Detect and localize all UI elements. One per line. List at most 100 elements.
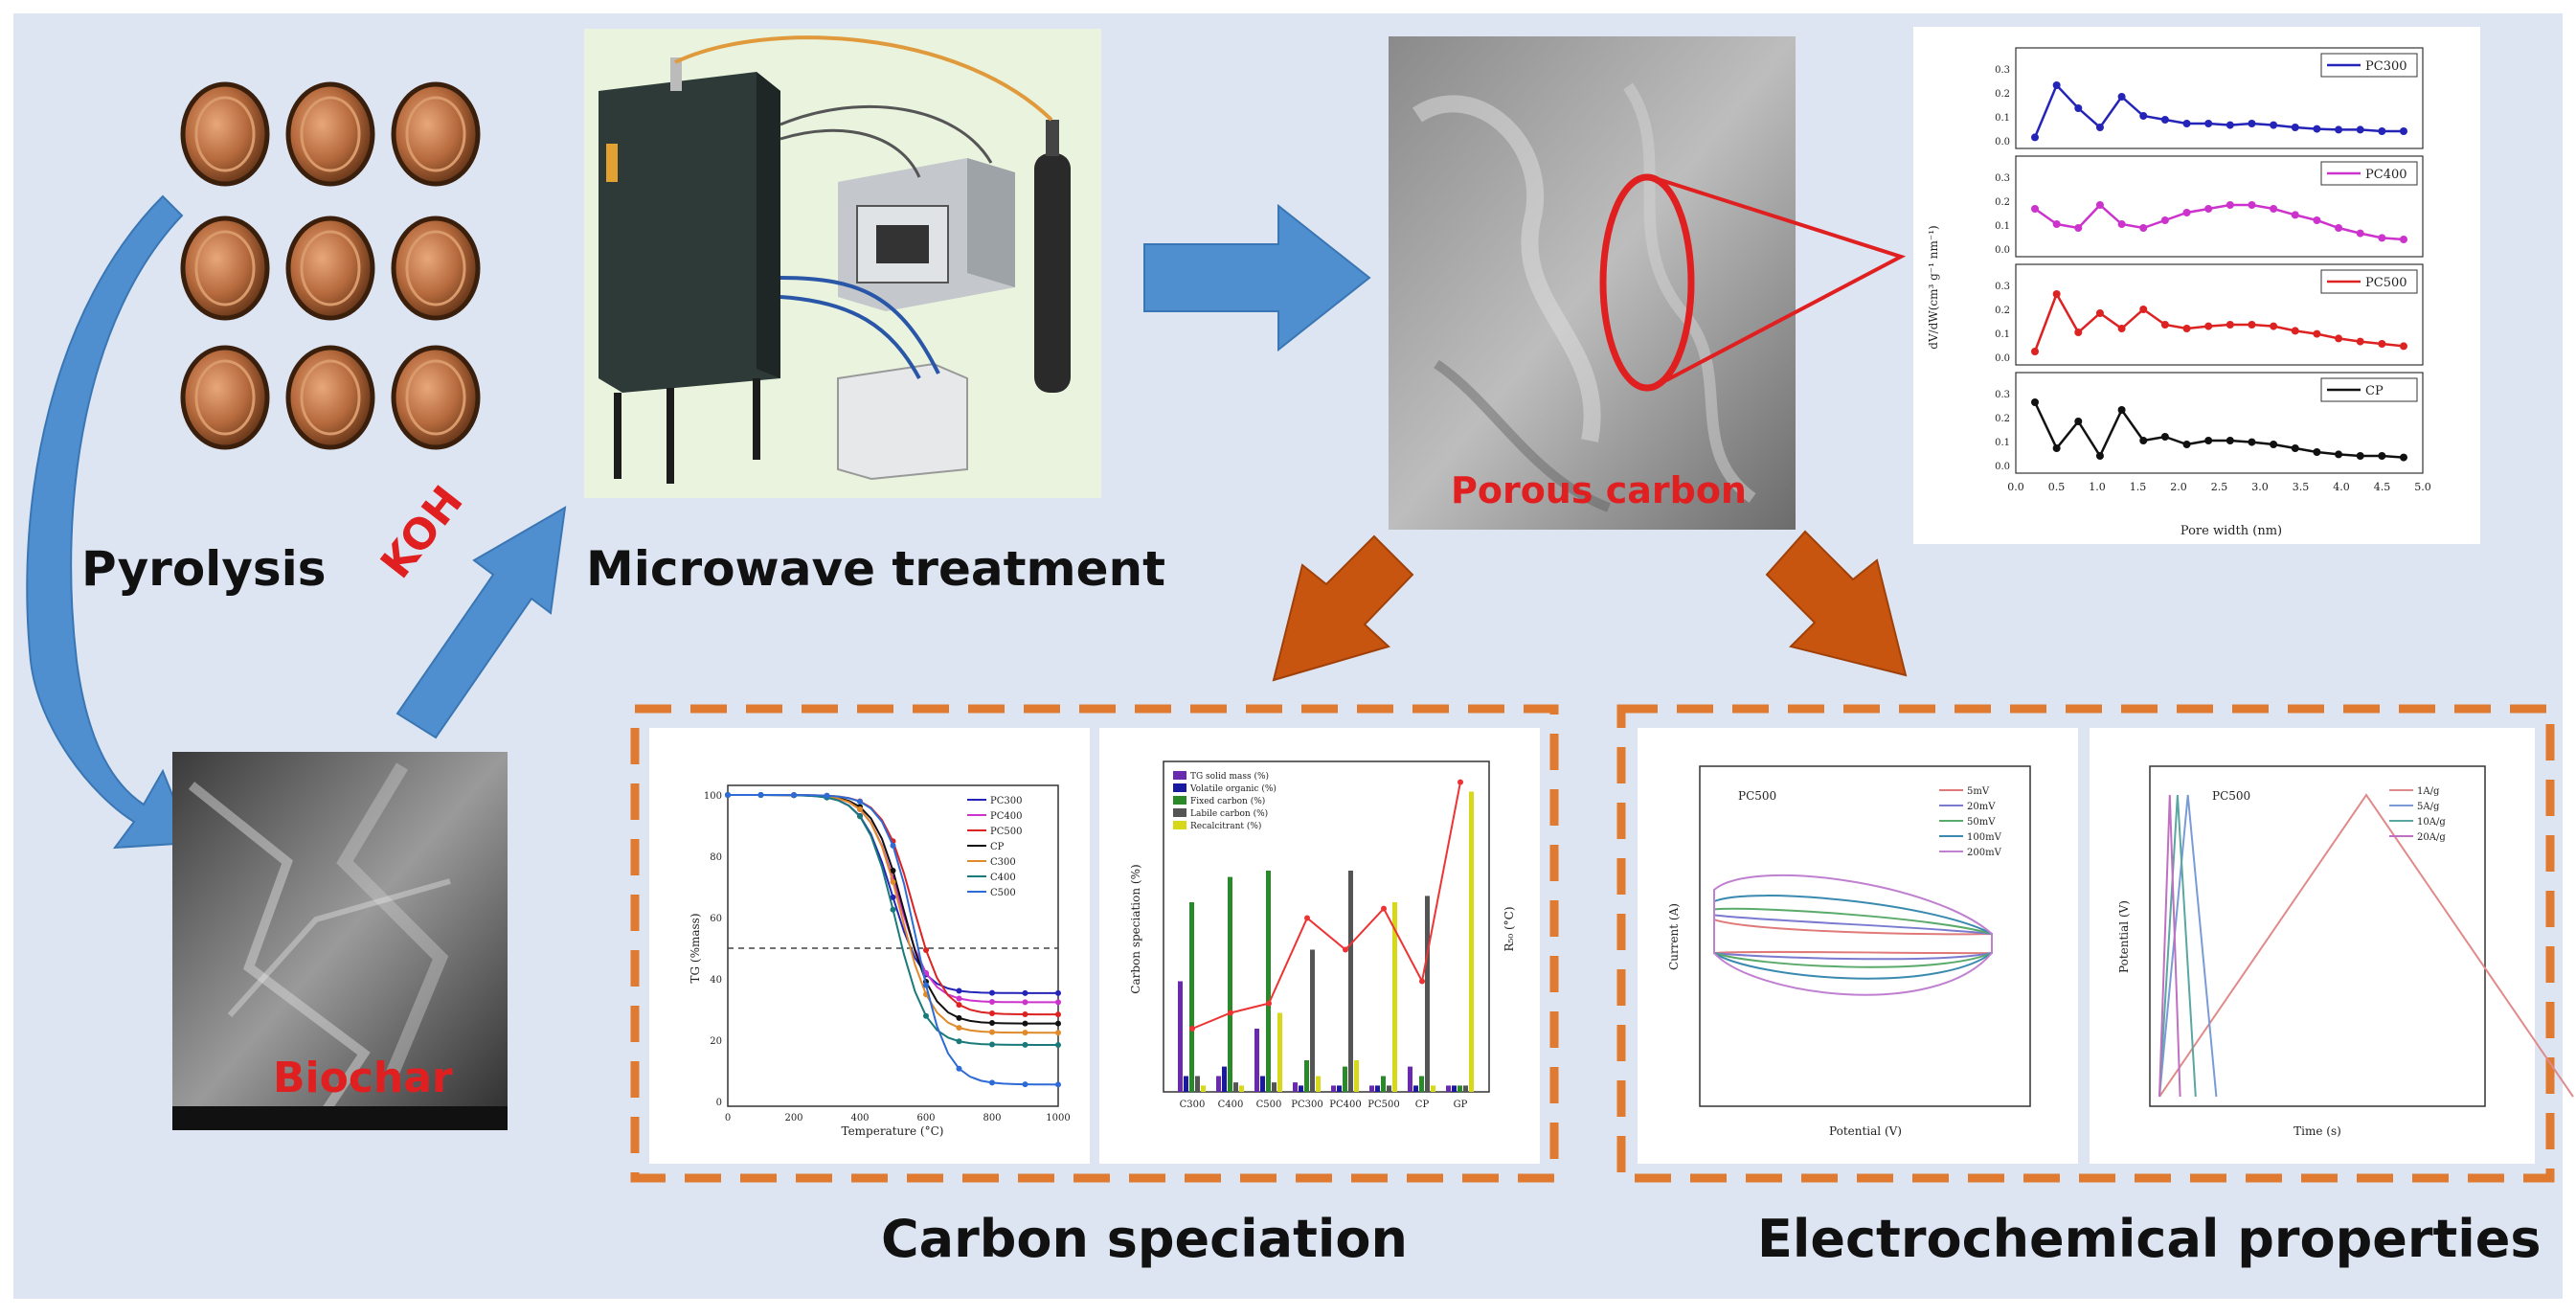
tga-y-tick: 40 bbox=[710, 975, 722, 986]
bar-CP bbox=[1408, 1066, 1412, 1092]
pore-x-tick: 3.0 bbox=[2251, 481, 2269, 493]
tga-point bbox=[956, 1014, 962, 1021]
tga-point bbox=[1055, 1081, 1061, 1088]
pore-point bbox=[2139, 224, 2148, 232]
microwave-to-porous-arrow bbox=[1143, 203, 1371, 352]
pore-y-tick: 0.3 bbox=[1995, 390, 2010, 400]
porous-carbon-label: Porous carbon bbox=[1451, 469, 1747, 511]
tga-point bbox=[956, 1065, 962, 1072]
pore-point bbox=[2117, 406, 2126, 414]
pore-point bbox=[2313, 216, 2321, 224]
bar-legend-label: TG solid mass (%) bbox=[1190, 771, 1269, 782]
bar-PC300 bbox=[1293, 1082, 1298, 1092]
bar-legend-label: Labile carbon (%) bbox=[1190, 808, 1268, 819]
tga-point bbox=[857, 805, 863, 812]
electrochemical-box bbox=[1616, 704, 2555, 1183]
orange-arrow-right bbox=[1765, 530, 1908, 677]
pore-point bbox=[2313, 125, 2321, 133]
tga-point bbox=[857, 798, 863, 805]
pore-point bbox=[2226, 201, 2234, 209]
tga-point bbox=[890, 894, 896, 900]
pore-x-tick: 1.0 bbox=[2089, 481, 2106, 493]
cv-y-axis-label: Current (A) bbox=[1667, 903, 1681, 970]
tga-y-tick: 20 bbox=[710, 1036, 722, 1047]
pore-point bbox=[2378, 234, 2386, 242]
bar-C300 bbox=[1201, 1085, 1206, 1092]
pore-legend-label: PC300 bbox=[2365, 59, 2407, 74]
tga-x-axis-label: Temperature (°C) bbox=[842, 1124, 944, 1138]
tga-point bbox=[923, 1012, 929, 1019]
bar-CP bbox=[1413, 1085, 1418, 1092]
tga-point bbox=[1055, 1030, 1061, 1036]
biochar-sem-image bbox=[172, 752, 508, 1130]
bar-PC400 bbox=[1343, 1066, 1347, 1092]
tga-legend-label: C300 bbox=[990, 857, 1016, 868]
pore-point bbox=[2095, 309, 2104, 317]
pore-point bbox=[2291, 444, 2299, 452]
cv-chart-panel bbox=[1638, 728, 2078, 1164]
pore-point bbox=[2226, 437, 2234, 444]
tga-point bbox=[989, 998, 995, 1005]
tga-point bbox=[1022, 999, 1028, 1006]
tga-x-tick: 600 bbox=[916, 1113, 935, 1123]
tga-y-tick: 60 bbox=[710, 914, 722, 924]
tga-point bbox=[890, 867, 896, 874]
bar-PC300 bbox=[1299, 1085, 1303, 1092]
bar-C500 bbox=[1254, 1029, 1259, 1092]
pore-point bbox=[2400, 342, 2407, 351]
bar-category-label: C400 bbox=[1218, 1100, 1244, 1110]
bar-PC400 bbox=[1348, 871, 1353, 1092]
tga-point bbox=[1022, 989, 1028, 996]
bar-GP bbox=[1452, 1085, 1457, 1092]
tga-point bbox=[1055, 1020, 1061, 1027]
pore-y-tick: 0.2 bbox=[1995, 306, 2010, 316]
porous-carbon-sem-image bbox=[1389, 36, 1796, 530]
bar-CP bbox=[1425, 896, 1430, 1092]
tga-y-tick: 0 bbox=[716, 1098, 722, 1108]
tga-point bbox=[1022, 1030, 1028, 1036]
pore-point bbox=[2052, 81, 2061, 89]
pore-y-tick: 0.0 bbox=[1995, 245, 2010, 256]
pore-point bbox=[2160, 433, 2169, 441]
pore-point bbox=[2117, 325, 2126, 332]
pore-point bbox=[2031, 133, 2039, 142]
pore-point bbox=[2248, 321, 2256, 329]
tga-point bbox=[857, 813, 863, 820]
tga-point bbox=[923, 946, 929, 953]
tga-point bbox=[1055, 999, 1061, 1006]
pore-point bbox=[2270, 322, 2278, 330]
bar-GP bbox=[1457, 1085, 1462, 1092]
pore-x-tick: 2.0 bbox=[2170, 481, 2187, 493]
pore-point bbox=[2378, 127, 2386, 135]
pore-point bbox=[2335, 224, 2343, 232]
pore-panel-frame bbox=[2015, 155, 2424, 258]
tga-legend-label: PC300 bbox=[990, 796, 1022, 806]
pore-y-tick: 0.3 bbox=[1995, 65, 2010, 76]
cv-x-axis-label: Potential (V) bbox=[1829, 1124, 1902, 1138]
pore-x-tick: 4.0 bbox=[2333, 481, 2350, 493]
pore-point bbox=[2204, 437, 2213, 444]
gcd-legend-label: 10A/g bbox=[2417, 817, 2446, 828]
gcd-curve bbox=[2158, 794, 2218, 1098]
pore-x-tick: 3.5 bbox=[2293, 481, 2310, 493]
pore-point bbox=[2117, 93, 2126, 101]
bar-C300 bbox=[1178, 981, 1183, 1092]
pore-point bbox=[2335, 334, 2343, 343]
pore-point bbox=[2400, 236, 2407, 243]
gcd-legend-label: 1A/g bbox=[2417, 786, 2440, 797]
pore-point bbox=[2400, 453, 2407, 462]
pore-point bbox=[2291, 327, 2299, 335]
pore-y-tick: 0.1 bbox=[1995, 329, 2010, 340]
pore-point bbox=[2335, 125, 2343, 134]
biochar-label: Biochar bbox=[273, 1054, 453, 1102]
pore-point bbox=[2052, 220, 2061, 228]
bar-C400 bbox=[1239, 1085, 1244, 1092]
tga-chart-panel bbox=[649, 728, 1090, 1164]
cv-chart-title: PC500 bbox=[1738, 789, 1776, 803]
tga-point bbox=[890, 878, 896, 885]
pore-y-tick: 0.1 bbox=[1995, 113, 2010, 124]
pore-point bbox=[2052, 444, 2061, 452]
pore-legend-box bbox=[2320, 53, 2418, 78]
